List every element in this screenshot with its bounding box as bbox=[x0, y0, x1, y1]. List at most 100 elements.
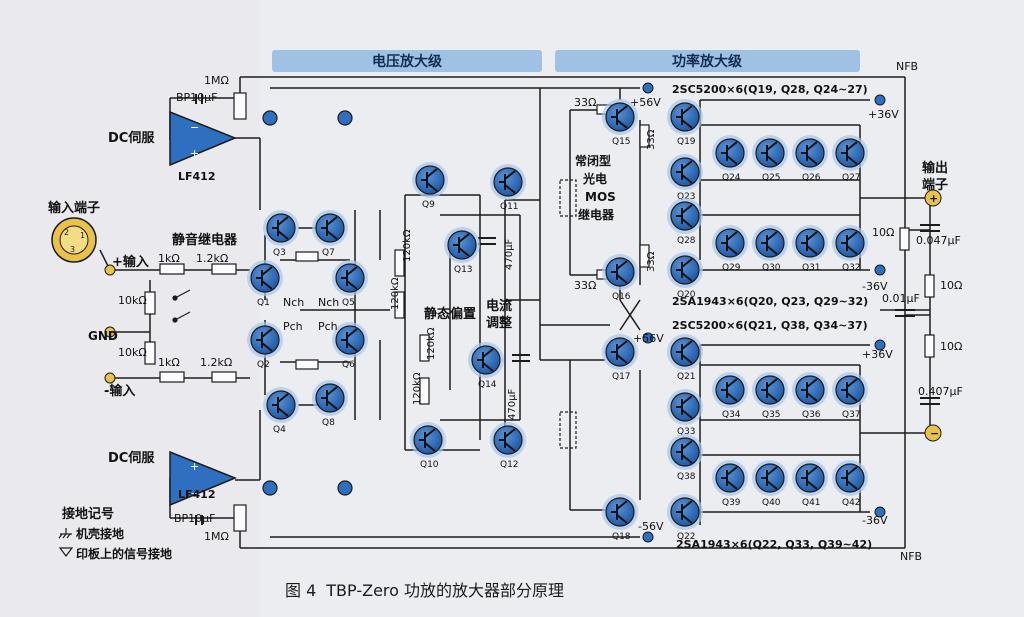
voltage-amp-title: 电压放大级 bbox=[372, 53, 443, 70]
c-0047-label: 0.047μF bbox=[916, 234, 961, 247]
transistor-q24: Q24 bbox=[712, 135, 748, 183]
input-terminals bbox=[104, 264, 116, 384]
nfb-bottom-label: NFB bbox=[900, 550, 922, 563]
svg-text:−: − bbox=[190, 487, 199, 500]
transistor-q27: Q27 bbox=[832, 135, 868, 183]
dc-servo-bottom-label: DC伺服 bbox=[108, 450, 155, 466]
transistor-q22: Q22 bbox=[667, 494, 703, 542]
transistor-q11: Q11 bbox=[490, 164, 526, 212]
transistor-label-q23: Q23 bbox=[677, 192, 696, 202]
nc-relay-3: MOS bbox=[585, 190, 616, 204]
xlr-input-connector: 2 1 3 bbox=[51, 217, 97, 263]
ground-legend-title: 接地记号 bbox=[62, 506, 114, 522]
supply-terminals bbox=[642, 82, 886, 543]
output-terminal-label-1: 输出 bbox=[922, 160, 948, 176]
wiring bbox=[99, 76, 931, 549]
svg-text:1: 1 bbox=[80, 231, 85, 240]
transistor-q19: Q19 bbox=[667, 99, 703, 147]
transistor-q30: Q30 bbox=[752, 225, 788, 273]
transistor-label-q8: Q8 bbox=[322, 418, 335, 428]
transistor-label-q17: Q17 bbox=[612, 372, 631, 382]
r-120k-a-label: 120kΩ bbox=[402, 229, 413, 262]
transistor-label-q20: Q20 bbox=[677, 290, 696, 300]
transistor-q16: Q16 bbox=[602, 254, 638, 302]
transistor-label-q7: Q7 bbox=[322, 248, 335, 258]
r-120k-c-label: 120kΩ bbox=[426, 327, 437, 360]
transistor-q3: Q3 bbox=[263, 210, 299, 258]
caption-fig: 图 4 bbox=[285, 581, 317, 600]
quiescent-bias-label: 静态偏置 bbox=[424, 306, 476, 322]
r-120k-b-label: 120kΩ bbox=[390, 277, 401, 310]
r-1k-top-label: 1kΩ bbox=[158, 252, 180, 265]
nc-relay-4: 继电器 bbox=[578, 207, 615, 222]
transistor-label-q5: Q5 bbox=[342, 298, 355, 308]
transistor-label-q21: Q21 bbox=[677, 372, 696, 382]
lf412-bottom-label: LF412 bbox=[178, 488, 216, 501]
transistor-q6: Q6 bbox=[332, 322, 368, 370]
r-33-b-label: 33Ω bbox=[574, 279, 596, 292]
transistor-label-q38: Q38 bbox=[677, 472, 696, 482]
svg-text:+: + bbox=[190, 460, 199, 473]
transistor-label-q42: Q42 bbox=[842, 498, 861, 508]
mute-relay-label: 静音继电器 bbox=[172, 232, 238, 248]
transistor-q36: Q36 bbox=[792, 372, 828, 420]
r-1meg-bottom-label: 1MΩ bbox=[204, 530, 229, 543]
lf412-top-label: LF412 bbox=[178, 170, 216, 183]
c-470-b-label: 470μF bbox=[507, 389, 518, 420]
part-2sc-mid: 2SC5200×6(Q21, Q38, Q34~37) bbox=[672, 319, 868, 332]
transistor-q9: Q9 bbox=[412, 162, 448, 210]
signal-ground-label: 印板上的信号接地 bbox=[76, 546, 172, 561]
v-p56-b-label: +56V bbox=[633, 332, 664, 345]
transistor-label-q27: Q27 bbox=[842, 173, 861, 183]
capacitors bbox=[195, 94, 940, 525]
nfb-top-label: NFB bbox=[896, 60, 918, 73]
nch-right-label: Nch bbox=[318, 296, 339, 309]
transistor-label-q10: Q10 bbox=[420, 460, 439, 470]
r-1meg-top-label: 1MΩ bbox=[204, 74, 229, 87]
transistor-label-q13: Q13 bbox=[454, 265, 473, 275]
transistor-q32: Q32 bbox=[832, 225, 868, 273]
dc-servo-opamp-bottom: + − bbox=[169, 450, 237, 507]
output-terminal-plus: + bbox=[924, 189, 942, 207]
nc-relay-2: 光电 bbox=[582, 171, 607, 186]
transistor-q23: Q23 bbox=[667, 154, 703, 202]
transistor-label-q15: Q15 bbox=[612, 137, 631, 147]
v-n36-a-label: -36V bbox=[862, 280, 888, 293]
r-33-d-label: 33Ω bbox=[646, 251, 657, 272]
transistor-label-q29: Q29 bbox=[722, 263, 741, 273]
v-p56-a-label: +56V bbox=[630, 96, 661, 109]
c-001-label: 0.01μF bbox=[882, 292, 920, 305]
transistor-label-q41: Q41 bbox=[802, 498, 821, 508]
mute-relay-contacts bbox=[172, 289, 191, 323]
transistor-label-q34: Q34 bbox=[722, 410, 741, 420]
transistor-label-q26: Q26 bbox=[802, 173, 821, 183]
transistor-label-q28: Q28 bbox=[677, 236, 696, 246]
plus-input-label: +输入 bbox=[112, 254, 149, 270]
photo-mos-relay bbox=[559, 179, 577, 449]
transistor-q12: Q12 bbox=[490, 422, 526, 470]
transistor-q35: Q35 bbox=[752, 372, 788, 420]
r-1k2-bottom-label: 1.2kΩ bbox=[200, 356, 232, 369]
transistor-label-q37: Q37 bbox=[842, 410, 861, 420]
svg-text:+: + bbox=[929, 192, 938, 205]
transistor-label-q14: Q14 bbox=[478, 380, 497, 390]
part-2sa-mid: 2SA1943×6(Q20, Q23, Q29~32) bbox=[672, 295, 868, 308]
dc-servo-top-label: DC伺服 bbox=[108, 130, 155, 146]
r-10k-a-label: 10kΩ bbox=[118, 294, 147, 307]
transistor-label-q31: Q31 bbox=[802, 263, 821, 273]
transistor-label-q18: Q18 bbox=[612, 532, 631, 542]
power-amp-title: 功率放大级 bbox=[672, 53, 743, 70]
chassis-ground-label: 机壳接地 bbox=[76, 526, 124, 541]
r-10k-b-label: 10kΩ bbox=[118, 346, 147, 359]
transistor-label-q2: Q2 bbox=[257, 360, 270, 370]
transistor-label-q4: Q4 bbox=[273, 425, 286, 435]
transistor-label-q30: Q30 bbox=[762, 263, 781, 273]
transistor-q1: Q1 bbox=[247, 260, 283, 308]
transistor-q38: Q38 bbox=[667, 434, 703, 482]
v-p36-b-label: +36V bbox=[862, 348, 893, 361]
svg-text:−: − bbox=[190, 121, 199, 134]
r-1k2-top-label: 1.2kΩ bbox=[196, 252, 228, 265]
